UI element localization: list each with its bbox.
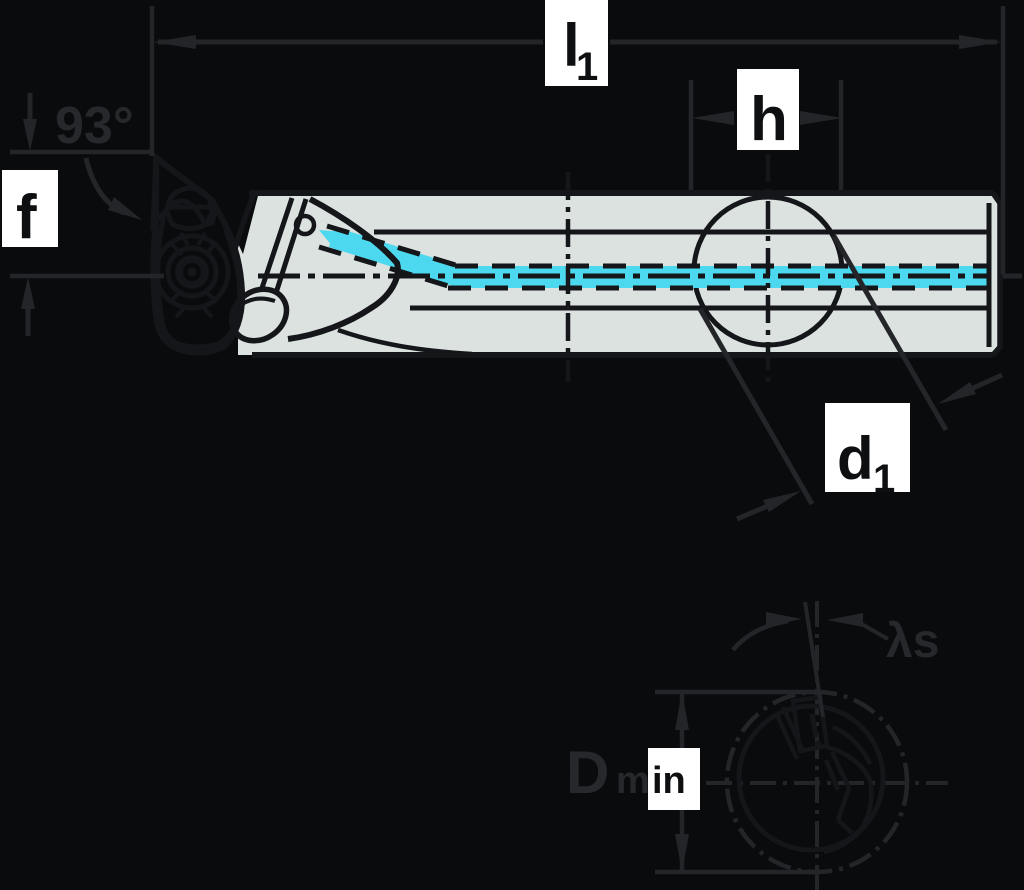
f-label-box (2, 170, 58, 247)
end-clamp-facet-3 (836, 818, 854, 835)
dmin-arrow-down (675, 834, 689, 872)
end-insert-dot (814, 740, 822, 748)
coolant-dash-top-diagonal (326, 223, 463, 270)
l1-arrow-right (959, 35, 1002, 49)
screw-center-dot (187, 267, 197, 277)
clamp-screw (153, 233, 231, 311)
end-clamp-details (823, 724, 874, 855)
side-view (150, 152, 1022, 506)
lambda-arrow-left-pointing (827, 613, 863, 627)
d1-arrow-ne (763, 491, 801, 512)
end-clamp-outline (823, 744, 874, 855)
d1-tangent-left (697, 307, 815, 506)
head-lower-curve (337, 327, 473, 357)
d1-label: d (837, 425, 874, 492)
head-scoop-curve (287, 196, 401, 342)
d1-tangent-right (831, 234, 949, 432)
screw-ring-outer (153, 233, 231, 311)
d1-label-sub: 1 (873, 457, 895, 501)
dim-f: f (2, 93, 164, 336)
web-line (168, 240, 184, 257)
web-line (203, 240, 219, 257)
lambda-s-label: λs (886, 615, 939, 668)
end-clamp-facet-2 (835, 787, 852, 821)
end-tool-circle (736, 703, 886, 853)
web-line (202, 288, 219, 304)
web-line (168, 288, 184, 304)
f-arrow-up (21, 277, 35, 309)
dim-l1: l 1 (149, 0, 1006, 274)
coolant-dash-bottom-diagonal (318, 244, 456, 291)
lambda-arc (731, 618, 789, 652)
end-insert-edge-mark (809, 713, 819, 738)
arm-pin-circle (293, 213, 317, 237)
coolant-band-diagonal (328, 226, 470, 290)
dim-h: h (688, 69, 844, 190)
web-line (196, 231, 207, 247)
web-line (200, 304, 214, 319)
end-insert (790, 694, 830, 754)
dmin-arrow-up (675, 692, 689, 730)
cutting-insert (150, 152, 218, 232)
d1-arrow-sw-shaft (969, 372, 1004, 392)
h-arrow-left (692, 111, 734, 125)
web-line (174, 304, 188, 319)
clamp-arm-line-1 (259, 197, 295, 289)
dmin-label-in: in (652, 760, 686, 802)
l1-label-box (545, 0, 608, 86)
web-line (179, 231, 190, 247)
lambda-s-line (803, 601, 825, 718)
end-pocket-line-1 (773, 712, 800, 760)
clamp-lever-lobe (228, 286, 290, 344)
dim-dmin: D m in (566, 689, 818, 875)
dmin-label-box (648, 748, 700, 810)
shank-end-chamfer (990, 191, 1003, 357)
entering-angle-label: 93° (55, 97, 134, 155)
l1-label: l (563, 12, 580, 79)
end-clamp-facet-4 (823, 759, 841, 791)
h-label: h (750, 85, 788, 154)
d1-arrow-ne-shaft (736, 502, 771, 522)
cartridge-web-lines (168, 231, 219, 319)
screw-ring-mid (165, 245, 219, 299)
f-label: f (16, 183, 37, 252)
screw-ring-inner (175, 255, 209, 289)
dmin-label-d: D (566, 739, 609, 806)
h-arrow-right (800, 111, 842, 125)
angle-arc-arrow (108, 197, 142, 220)
dmin-label-m: m (616, 760, 650, 802)
dim-lambda-s: λs (731, 612, 939, 668)
dim-entering-angle: 93° (55, 97, 142, 220)
h-label-box (737, 69, 799, 150)
l1-label-sub: 1 (576, 45, 598, 89)
coolant-tip (319, 230, 345, 252)
end-clamp-upper-arc (832, 724, 873, 765)
f-arrow-down (23, 119, 37, 151)
d1-arrow-sw (938, 382, 976, 404)
dim-d1: d 1 (736, 372, 1004, 522)
tool-head (150, 152, 473, 357)
l1-arrow-left (153, 35, 196, 49)
end-clamp-facet-1 (829, 751, 852, 789)
lambda-arrow-right-pointing (766, 612, 802, 626)
lobe-inner-arc (236, 296, 276, 309)
d1-label-box (825, 403, 910, 492)
